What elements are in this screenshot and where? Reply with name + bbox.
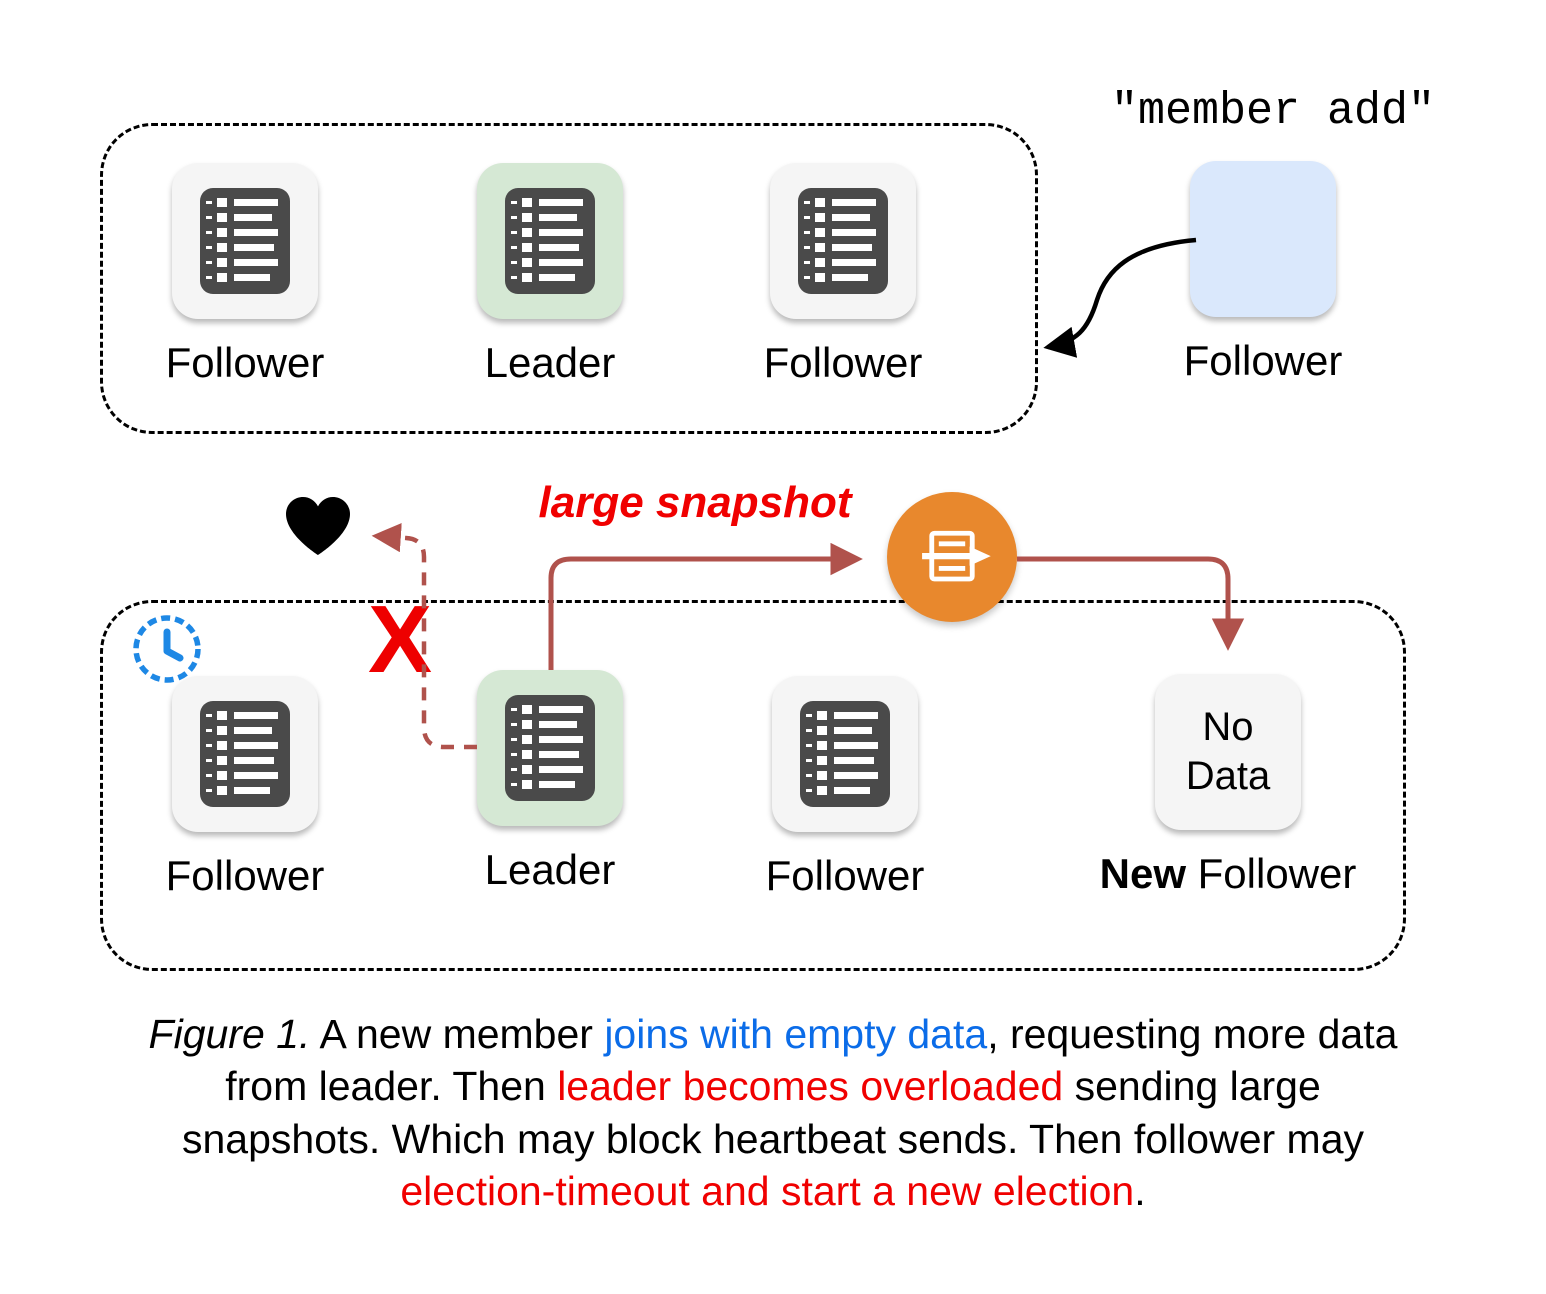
snapshot-transfer-icon [922, 530, 991, 582]
log-node-box [772, 676, 918, 832]
caption-line-2: from leader. Then leader becomes overloa… [225, 1063, 1321, 1110]
node-bottom-follower-2: Follower [766, 676, 924, 900]
node-label: Follower [165, 339, 325, 386]
new-follower-label-rest: Follower [1185, 850, 1357, 897]
large-snapshot-label: large snapshot [538, 478, 852, 527]
log-node-box [477, 670, 623, 826]
election-timeout-clock-icon [133, 615, 201, 683]
log-node-box [172, 676, 318, 832]
member-add-arrow [1043, 237, 1197, 358]
log-icon [195, 186, 295, 296]
log-icon [500, 693, 600, 803]
no-data-box: No Data [1155, 674, 1301, 830]
node-label: New Follower [1100, 850, 1357, 898]
node-top-follower-2: Follower [764, 163, 922, 387]
new-follower-label-bold: New [1099, 850, 1186, 897]
node-bottom-follower-1: Follower [166, 676, 324, 900]
log-node-box [172, 163, 318, 319]
node-label: Follower [165, 852, 325, 899]
blocked-x-mark: X [368, 586, 433, 693]
log-icon [195, 699, 295, 809]
cluster-box-initial [100, 123, 1038, 434]
caption-line-1: Figure 1. A new member joins with empty … [148, 1011, 1398, 1057]
figure-caption: Figure 1. A new member joins with empty … [43, 1008, 1503, 1218]
node-top-follower-1: Follower [166, 163, 324, 387]
no-data-line1: No [1202, 705, 1254, 750]
heartbeat-heart-icon [286, 497, 350, 555]
node-label: Leader [484, 846, 616, 893]
node-label: Follower [1183, 337, 1343, 384]
caption-highlight-blue: joins with empty data [604, 1011, 988, 1057]
node-label: Leader [484, 339, 616, 386]
log-node-box [477, 163, 623, 319]
caption-line-3: snapshots. Which may block heartbeat sen… [182, 1115, 1364, 1162]
log-icon [795, 699, 895, 809]
node-new-follower: No Data New Follower [1100, 674, 1356, 898]
node-bottom-leader: Leader [477, 670, 623, 894]
empty-node-box [1190, 161, 1336, 317]
snapshot-transfer-badge [887, 492, 1017, 622]
no-data-line2: Data [1185, 754, 1271, 798]
node-top-leader: Leader [477, 163, 623, 387]
caption-figure-label: Figure 1. [148, 1011, 311, 1057]
log-icon [500, 186, 600, 296]
caption-highlight-red-1: leader becomes overloaded [557, 1063, 1064, 1110]
log-node-box [770, 163, 916, 319]
node-new-member: Follower [1184, 161, 1342, 385]
log-icon [793, 186, 893, 296]
caption-line-4: election-timeout and start a new electio… [400, 1168, 1146, 1215]
member-add-command: "member add" [1110, 86, 1436, 137]
caption-highlight-red-2: election-timeout and start a new electio… [400, 1168, 1135, 1215]
node-label: Follower [765, 852, 925, 899]
node-label: Follower [763, 339, 923, 386]
